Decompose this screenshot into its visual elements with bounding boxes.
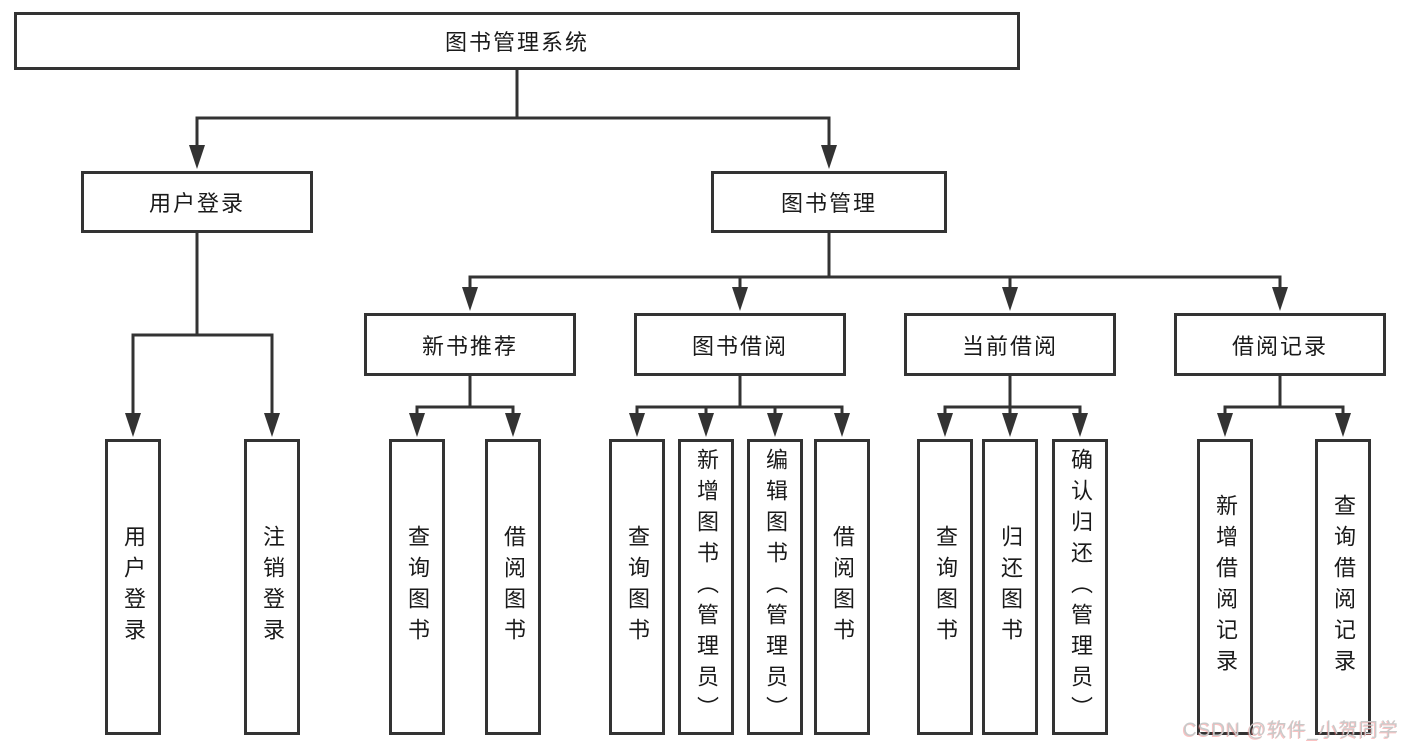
leaf-borrow-books-borrow: 借阅图书 — [814, 439, 870, 735]
node-current-borrow: 当前借阅 — [904, 313, 1116, 376]
leaf-add-books-admin: 新增图书（管理员） — [678, 439, 734, 735]
node-new-book-recommend: 新书推荐 — [364, 313, 576, 376]
node-root-label: 图书管理系统 — [444, 30, 589, 55]
node-current-borrow-label: 当前借阅 — [961, 333, 1058, 359]
leaf-return-books: 归还图书 — [982, 439, 1038, 735]
leaf-return-books-label: 归还图书 — [998, 525, 1023, 649]
leaf-edit-books-admin-label: 编辑图书（管理员） — [763, 447, 788, 727]
leaf-query-books-borrow: 查询图书 — [609, 439, 665, 735]
node-book-management-label: 图书管理 — [780, 191, 877, 216]
node-borrow-records-label: 借阅记录 — [1231, 333, 1328, 359]
node-user-login: 用户登录 — [81, 171, 313, 233]
node-book-borrow-label: 图书借阅 — [691, 333, 788, 359]
leaf-query-books-recommend-label: 查询图书 — [405, 525, 430, 649]
node-book-borrow: 图书借阅 — [634, 313, 846, 376]
leaf-user-login: 用户登录 — [105, 439, 161, 735]
leaf-add-borrow-record: 新增借阅记录 — [1197, 439, 1253, 735]
node-new-book-recommend-label: 新书推荐 — [421, 333, 518, 359]
leaf-query-borrow-record-label: 查询借阅记录 — [1331, 494, 1356, 680]
node-root: 图书管理系统 — [14, 12, 1020, 70]
leaf-query-books-borrow-label: 查询图书 — [625, 525, 650, 649]
leaf-add-books-admin-label: 新增图书（管理员） — [694, 447, 719, 727]
node-user-login-label: 用户登录 — [148, 191, 245, 216]
csdn-watermark: CSDN @软件_小贺同学 — [1183, 720, 1399, 741]
leaf-query-books-current-label: 查询图书 — [933, 525, 958, 649]
leaf-query-books-current: 查询图书 — [917, 439, 973, 735]
leaf-query-books-recommend: 查询图书 — [389, 439, 445, 735]
node-book-management: 图书管理 — [711, 171, 947, 233]
leaf-borrow-books-recommend-label: 借阅图书 — [501, 525, 526, 649]
leaf-confirm-return-admin-label: 确认归还（管理员） — [1068, 447, 1093, 727]
leaf-borrow-books-recommend: 借阅图书 — [485, 439, 541, 735]
leaf-logout: 注销登录 — [244, 439, 300, 735]
leaf-query-borrow-record: 查询借阅记录 — [1315, 439, 1371, 735]
leaf-user-login-label: 用户登录 — [121, 525, 146, 649]
leaf-edit-books-admin: 编辑图书（管理员） — [747, 439, 803, 735]
leaf-borrow-books-borrow-label: 借阅图书 — [830, 525, 855, 649]
leaf-confirm-return-admin: 确认归还（管理员） — [1052, 439, 1108, 735]
leaf-logout-label: 注销登录 — [260, 525, 285, 649]
node-borrow-records: 借阅记录 — [1174, 313, 1386, 376]
leaf-add-borrow-record-label: 新增借阅记录 — [1213, 494, 1238, 680]
